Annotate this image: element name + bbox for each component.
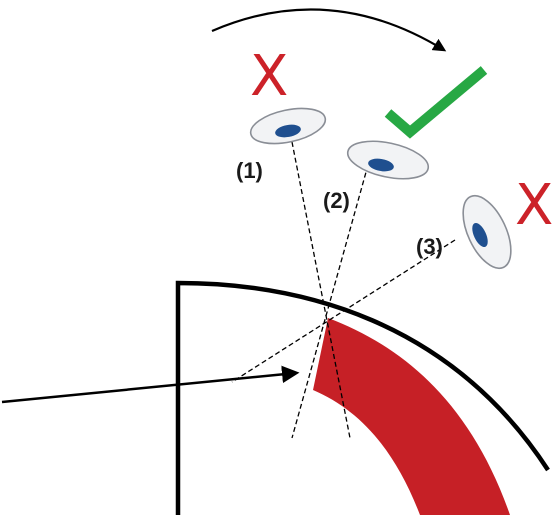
checkmark-icon bbox=[384, 66, 488, 139]
projection-line-3 bbox=[231, 239, 456, 383]
projection-line-1 bbox=[291, 141, 351, 439]
cut-region bbox=[313, 318, 510, 515]
eye-lens-icon-3 bbox=[462, 194, 512, 270]
position-label-3: (3) bbox=[416, 234, 443, 259]
eye-lens-icon-1 bbox=[249, 107, 327, 145]
position-label-2: (2) bbox=[323, 188, 350, 213]
projection-line-2 bbox=[291, 164, 369, 439]
x-mark-icon-1: X bbox=[250, 44, 288, 109]
x-mark-icon-2: X bbox=[515, 173, 553, 238]
outer-curve bbox=[175, 280, 550, 515]
incoming-arrow bbox=[1, 365, 300, 404]
rotation-arrow-icon bbox=[211, 8, 447, 52]
position-label-1: (1) bbox=[236, 158, 263, 183]
eye-lens-icon-2 bbox=[346, 140, 430, 180]
